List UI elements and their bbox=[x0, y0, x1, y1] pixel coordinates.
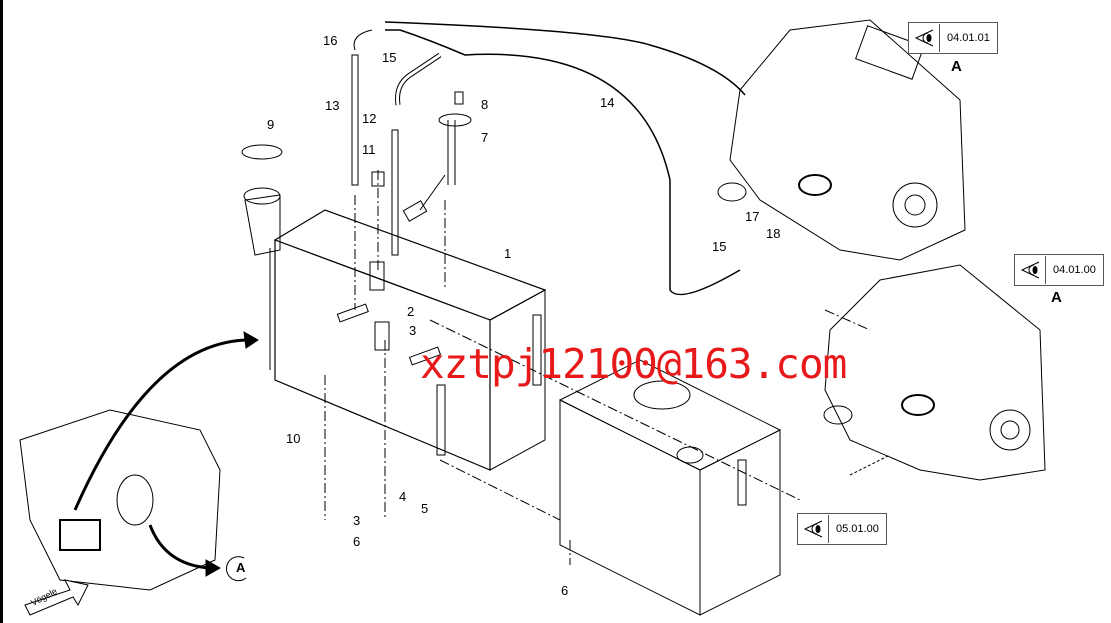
reference-04-01-01[interactable]: 04.01.01 bbox=[908, 22, 998, 54]
reference-code: 05.01.00 bbox=[836, 523, 879, 535]
view-label-a: A bbox=[951, 58, 962, 75]
reference-04-01-00[interactable]: 04.01.00 bbox=[1014, 254, 1104, 286]
callout-2: 2 bbox=[407, 304, 415, 319]
callout-17: 17 bbox=[745, 209, 760, 224]
callout-10: 10 bbox=[286, 431, 301, 446]
callout-18: 18 bbox=[766, 226, 781, 241]
construction-lines bbox=[324, 170, 871, 565]
eye-view-icon bbox=[798, 515, 829, 543]
view-label-a: A bbox=[1051, 289, 1062, 306]
reference-05-01-00[interactable]: 05.01.00 bbox=[797, 513, 887, 545]
callout-15b: 15 bbox=[712, 239, 727, 254]
watermark: xztpj12100@163.com bbox=[420, 340, 847, 388]
pipes-and-rods bbox=[241, 21, 746, 296]
callout-5: 5 bbox=[421, 501, 429, 516]
engine-top bbox=[717, 19, 966, 261]
callout-1: 1 bbox=[504, 246, 512, 261]
callout-11: 11 bbox=[362, 142, 376, 157]
callout-12: 12 bbox=[362, 111, 377, 126]
callout-6: 6 bbox=[353, 534, 361, 549]
paver-machine bbox=[19, 331, 259, 616]
reference-code: 04.01.00 bbox=[1053, 264, 1096, 276]
hydraulic-tank bbox=[558, 359, 782, 616]
eye-view-icon bbox=[1015, 256, 1046, 284]
callout-15: 15 bbox=[382, 50, 397, 65]
callout-7: 7 bbox=[481, 130, 489, 145]
reference-code: 04.01.01 bbox=[947, 32, 990, 44]
eye-view-icon bbox=[909, 24, 940, 52]
callout-9: 9 bbox=[267, 117, 275, 132]
callout-13: 13 bbox=[325, 98, 340, 113]
callout-14: 14 bbox=[600, 95, 615, 110]
callout-8: 8 bbox=[481, 97, 489, 112]
fuel-tank bbox=[243, 187, 547, 471]
callout-4: 4 bbox=[399, 489, 407, 504]
engine-bottom bbox=[823, 264, 1046, 481]
callout-16: 16 bbox=[323, 33, 338, 48]
view-marker-a: A bbox=[236, 560, 246, 575]
callout-3b: 3 bbox=[353, 513, 361, 528]
callout-3: 3 bbox=[409, 323, 417, 338]
callout-6b: 6 bbox=[561, 583, 569, 598]
